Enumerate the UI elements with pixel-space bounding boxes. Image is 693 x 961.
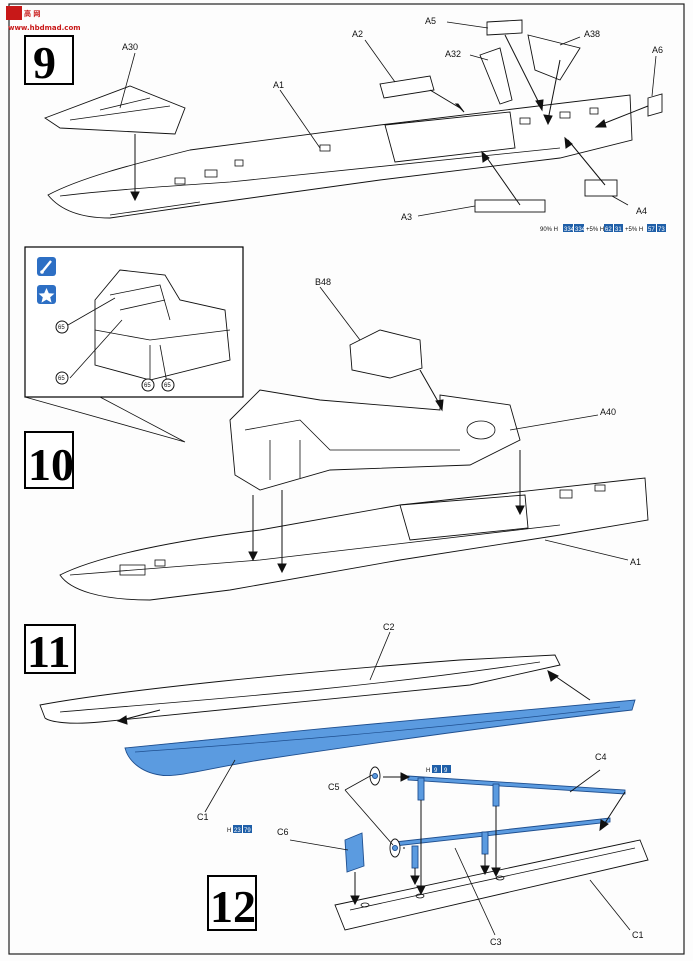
label-c6: C6 bbox=[277, 827, 289, 837]
hull-bottom-c1 bbox=[334, 839, 649, 931]
rudder-c6 bbox=[344, 832, 365, 873]
svg-text:57: 57 bbox=[648, 227, 655, 233]
label-a4: A4 bbox=[636, 206, 647, 216]
svg-text:65: 65 bbox=[144, 383, 151, 389]
label-a30: A30 bbox=[122, 42, 138, 52]
label-a40: A40 bbox=[600, 407, 616, 417]
svg-text:334: 334 bbox=[575, 227, 586, 233]
part-b48 bbox=[349, 329, 423, 379]
svg-text:90% H: 90% H bbox=[540, 227, 558, 233]
step-10-number: 10 bbox=[28, 439, 74, 490]
svg-text:65: 65 bbox=[58, 376, 65, 382]
step-11-number: 11 bbox=[27, 626, 70, 677]
label-a1-step9: A1 bbox=[273, 80, 284, 90]
label-c4: C4 bbox=[595, 752, 607, 762]
svg-text:23: 23 bbox=[234, 828, 241, 834]
paint-chip-step11: H 23 79 bbox=[227, 825, 252, 834]
part-a4 bbox=[584, 179, 618, 197]
star-icon bbox=[37, 285, 56, 304]
deck-block bbox=[384, 111, 516, 163]
svg-text:65: 65 bbox=[164, 383, 171, 389]
label-b48: B48 bbox=[315, 277, 331, 287]
svg-text:334: 334 bbox=[564, 227, 575, 233]
step-9: 9 bbox=[24, 16, 666, 233]
label-a32: A32 bbox=[445, 49, 461, 59]
label-c5: C5 bbox=[328, 782, 340, 792]
bow-deck-a30 bbox=[44, 85, 186, 135]
svg-text:62: 62 bbox=[605, 227, 612, 233]
label-c1-step11: C1 bbox=[197, 812, 209, 822]
superstructure-a40 bbox=[229, 389, 521, 491]
step-9-number: 9 bbox=[33, 37, 56, 88]
hull-c1 bbox=[124, 699, 636, 777]
svg-text:H: H bbox=[227, 828, 231, 834]
svg-text:9: 9 bbox=[444, 768, 448, 774]
label-a3: A3 bbox=[401, 212, 412, 222]
part-a38 bbox=[527, 34, 581, 81]
shaft-c4 bbox=[407, 775, 626, 795]
page-border bbox=[8, 3, 685, 955]
label-c1-step12: C1 bbox=[632, 930, 644, 940]
svg-text:79: 79 bbox=[244, 828, 251, 834]
part-a2 bbox=[379, 75, 435, 99]
watermark-top: 高 网 bbox=[24, 9, 40, 18]
callout-65: 65 65 65 65 bbox=[55, 320, 175, 392]
part-a3 bbox=[474, 199, 546, 213]
deck-details-10 bbox=[119, 484, 606, 576]
label-a5: A5 bbox=[425, 16, 436, 26]
inset-superstructure bbox=[94, 269, 231, 381]
label-a1-step10: A1 bbox=[630, 557, 641, 567]
watermark-bottom: www.hbdmad.com bbox=[8, 24, 81, 32]
svg-text:73: 73 bbox=[658, 227, 665, 233]
label-a6: A6 bbox=[652, 45, 663, 55]
paint-chip-step12: H 9 9 bbox=[426, 765, 451, 774]
inset-callout-leaders bbox=[67, 297, 168, 384]
shaft-struts bbox=[411, 777, 500, 869]
paint-mix-step9: 90% H 334 334 +5% H 62 31 +5% H 57 73 bbox=[540, 224, 666, 233]
step-12: 12 bbox=[207, 752, 649, 947]
shaft-c3 bbox=[394, 817, 611, 847]
svg-text:+5% H: +5% H bbox=[586, 227, 604, 233]
hull-c2 bbox=[39, 654, 561, 724]
part-a6 bbox=[647, 93, 663, 117]
part-a5 bbox=[486, 19, 523, 36]
deck-block-10 bbox=[399, 494, 529, 541]
label-a38: A38 bbox=[584, 29, 600, 39]
label-a2: A2 bbox=[352, 29, 363, 39]
svg-text:65: 65 bbox=[58, 325, 65, 331]
propeller-c5-b bbox=[389, 838, 401, 858]
label-c3: C3 bbox=[490, 937, 502, 947]
watermark: 高 网 www.hbdmad.com bbox=[6, 6, 81, 32]
propeller-c5-a bbox=[369, 766, 381, 786]
svg-text:31: 31 bbox=[615, 227, 622, 233]
svg-text:H: H bbox=[426, 768, 430, 774]
svg-text:9: 9 bbox=[434, 768, 438, 774]
step-12-number: 12 bbox=[210, 881, 256, 932]
svg-text:+5% H: +5% H bbox=[625, 227, 643, 233]
deck-details-9 bbox=[174, 107, 599, 185]
paint-brush-icon bbox=[37, 257, 56, 276]
step-11: 11 C2 C1 H 23 79 bbox=[24, 622, 636, 834]
label-c2: C2 bbox=[383, 622, 395, 632]
step-10: 65 65 65 65 10 B48 A40 A1 bbox=[24, 246, 649, 601]
part-a32 bbox=[479, 47, 513, 105]
